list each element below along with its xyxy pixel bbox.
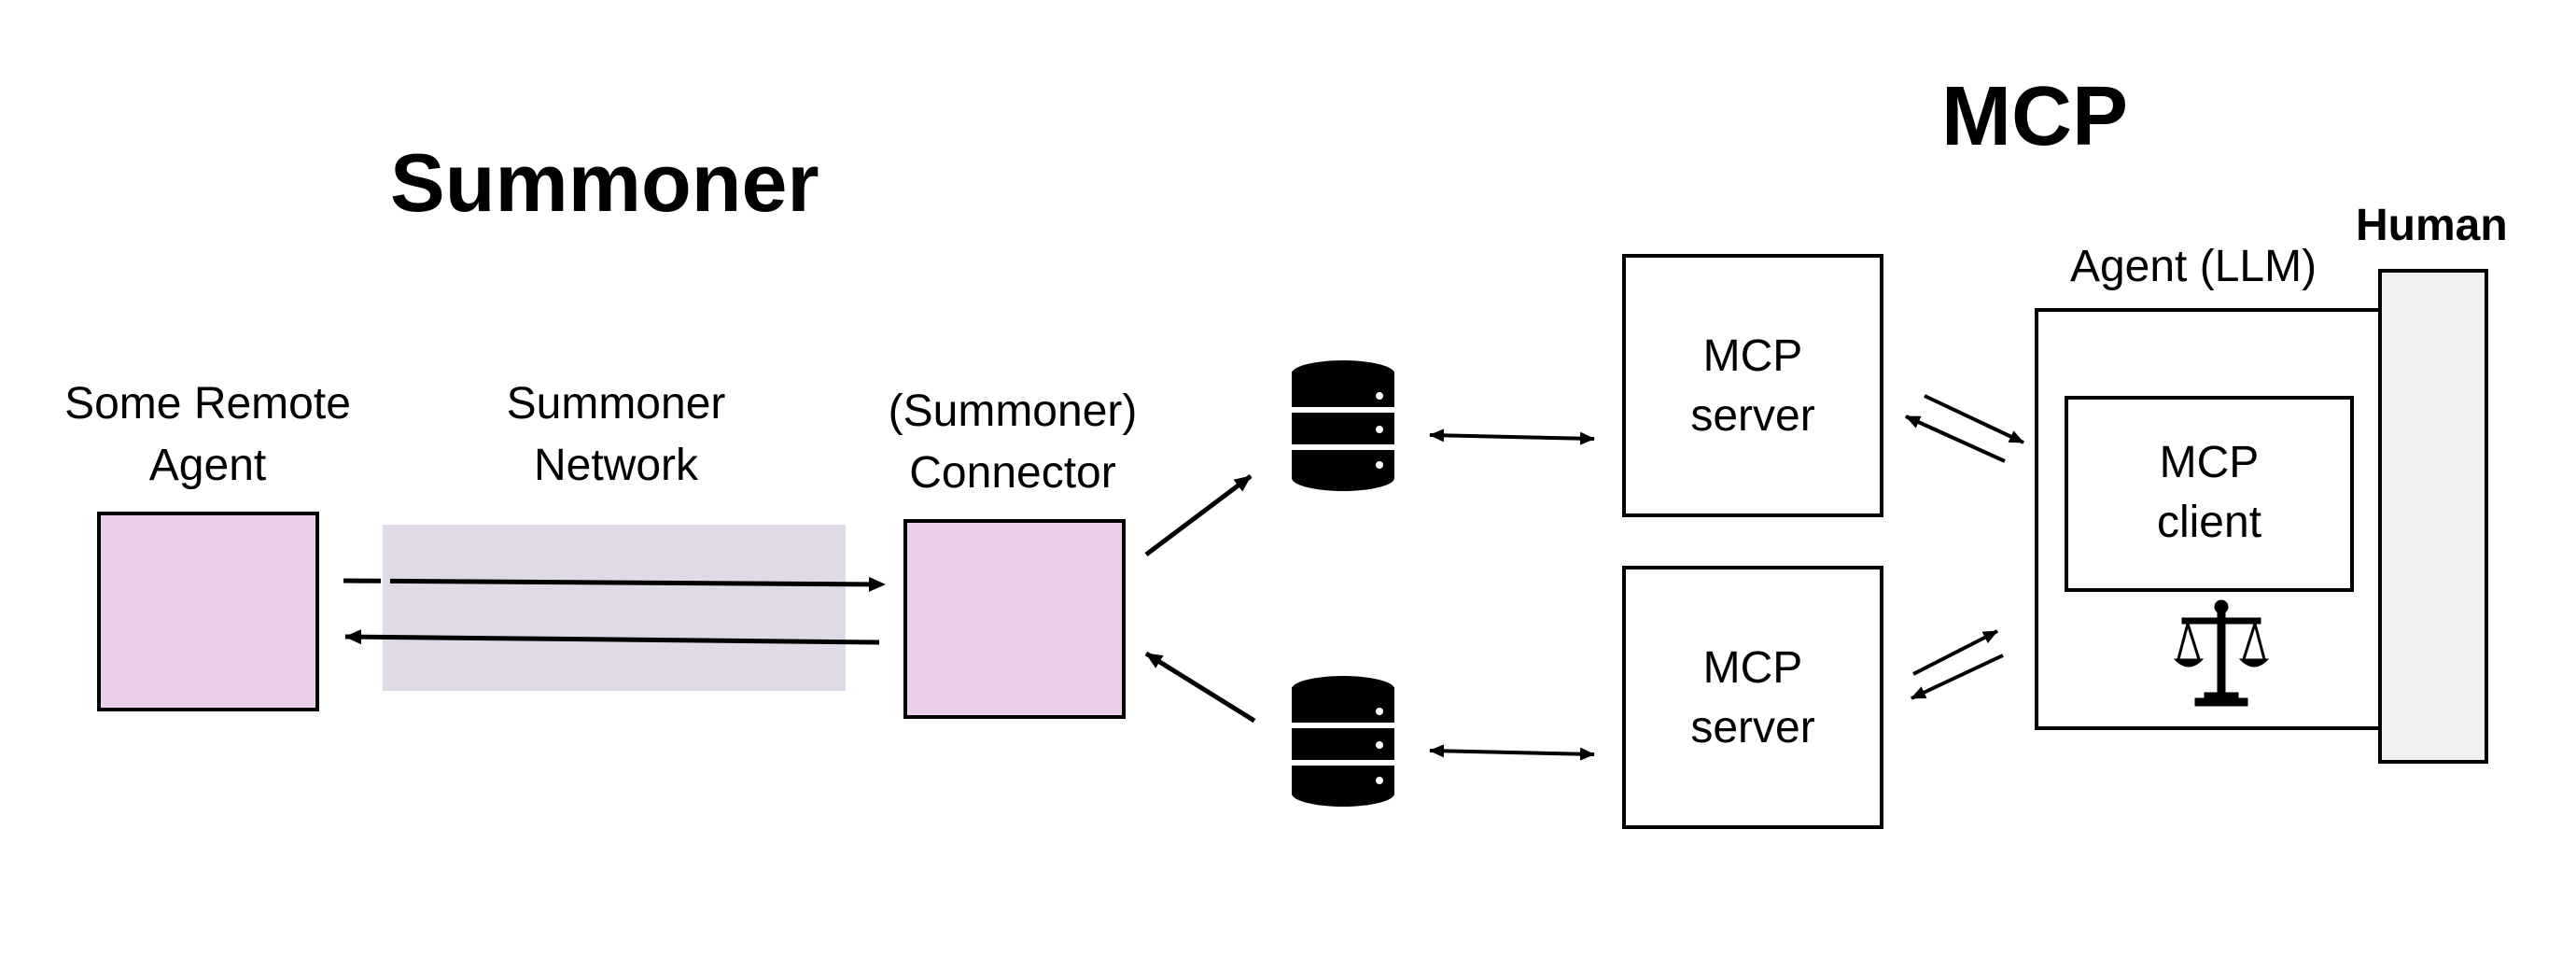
summoner-title: Summoner [390, 136, 819, 229]
arrow-db-top-server-top [1429, 429, 1595, 445]
network-label-line2: Network [533, 441, 699, 490]
arrow-connector-to-agent [344, 629, 880, 645]
mcp-server-bottom: MCP server [1622, 566, 1883, 829]
arrow-client-to-server-top [1905, 415, 2006, 463]
connector-label: (Summoner) Connector [840, 381, 1185, 504]
agent-llm-label: Agent (LLM) [2069, 242, 2317, 291]
summoner-network-band [383, 525, 846, 691]
balance-scale-icon [2173, 599, 2270, 707]
mcp-server-top-line1: MCP [1702, 331, 1803, 381]
agent-llm-box [2035, 308, 2386, 730]
mcp-title: MCP [1941, 70, 2128, 163]
mcp-server-top-line2: server [1690, 391, 1815, 441]
human-bar [2378, 269, 2488, 764]
arrow-server-top-to-client [1924, 394, 2024, 444]
mcp-server-bottom-line1: MCP [1702, 643, 1803, 693]
arrow-client-to-server-bottom [1911, 654, 2004, 700]
mcp-client-box: MCP client [2065, 396, 2354, 592]
connector-label-line1: (Summoner) [888, 387, 1138, 436]
mcp-server-top: MCP server [1622, 254, 1883, 517]
arrow-agent-to-connector [343, 576, 886, 592]
database-top-icon [1292, 360, 1394, 491]
remote-agent-label: Some Remote Agent [28, 373, 387, 497]
mcp-client-line2: client [2156, 498, 2262, 547]
remote-agent-label-line2: Agent [148, 441, 267, 490]
human-title: Human [2356, 201, 2508, 250]
mcp-server-bottom-line2: server [1690, 703, 1815, 752]
connector-box [903, 519, 1126, 719]
remote-agent-label-line1: Some Remote [64, 379, 351, 429]
arrow-server-bottom-to-client [1912, 629, 1998, 676]
mcp-client-line1: MCP [2159, 438, 2260, 487]
connector-label-line2: Connector [909, 448, 1116, 498]
network-label: Summoner Network [429, 373, 803, 497]
arrow-connector-to-db-top [1144, 474, 1253, 556]
arrow-db-bottom-to-connector [1144, 651, 1256, 724]
remote-agent-box [97, 512, 319, 711]
network-label-line1: Summoner [506, 379, 726, 429]
arrow-db-bottom-server-bottom [1429, 744, 1595, 761]
database-bottom-icon [1292, 676, 1394, 807]
